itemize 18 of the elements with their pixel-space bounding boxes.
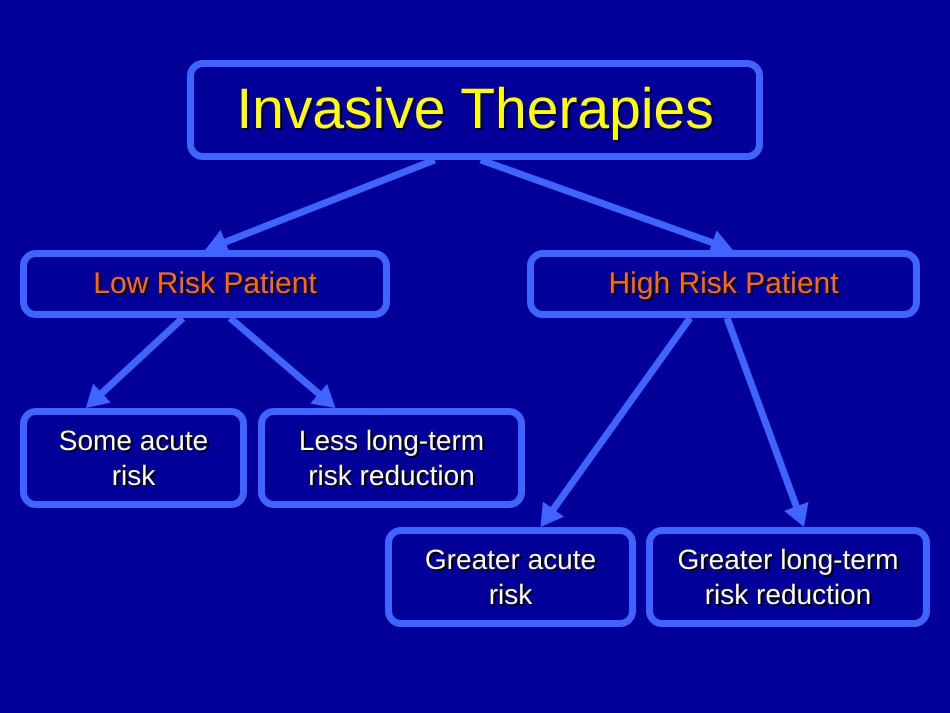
arrow [724,316,808,528]
outcome-text: Greater long-term risk reduction [676,543,900,612]
category-box [527,250,920,318]
outcome-text: Less long-term risk reduction [298,424,486,493]
arrow [228,315,338,411]
category-label: Low Risk Patient [93,266,317,302]
category-label: High Risk Patient [608,266,839,302]
title-text: Invasive Therapies [236,76,714,144]
title-box [187,60,763,160]
outcome-box [385,527,636,627]
outcome-box [646,527,930,627]
category-box [20,250,390,318]
outcome-text: Some acute risk [58,424,210,493]
arrow [83,315,186,411]
arrow [538,316,693,530]
outcome-text: Greater acute risk [424,543,598,612]
outcome-box [20,408,247,508]
outcome-box [258,408,525,508]
